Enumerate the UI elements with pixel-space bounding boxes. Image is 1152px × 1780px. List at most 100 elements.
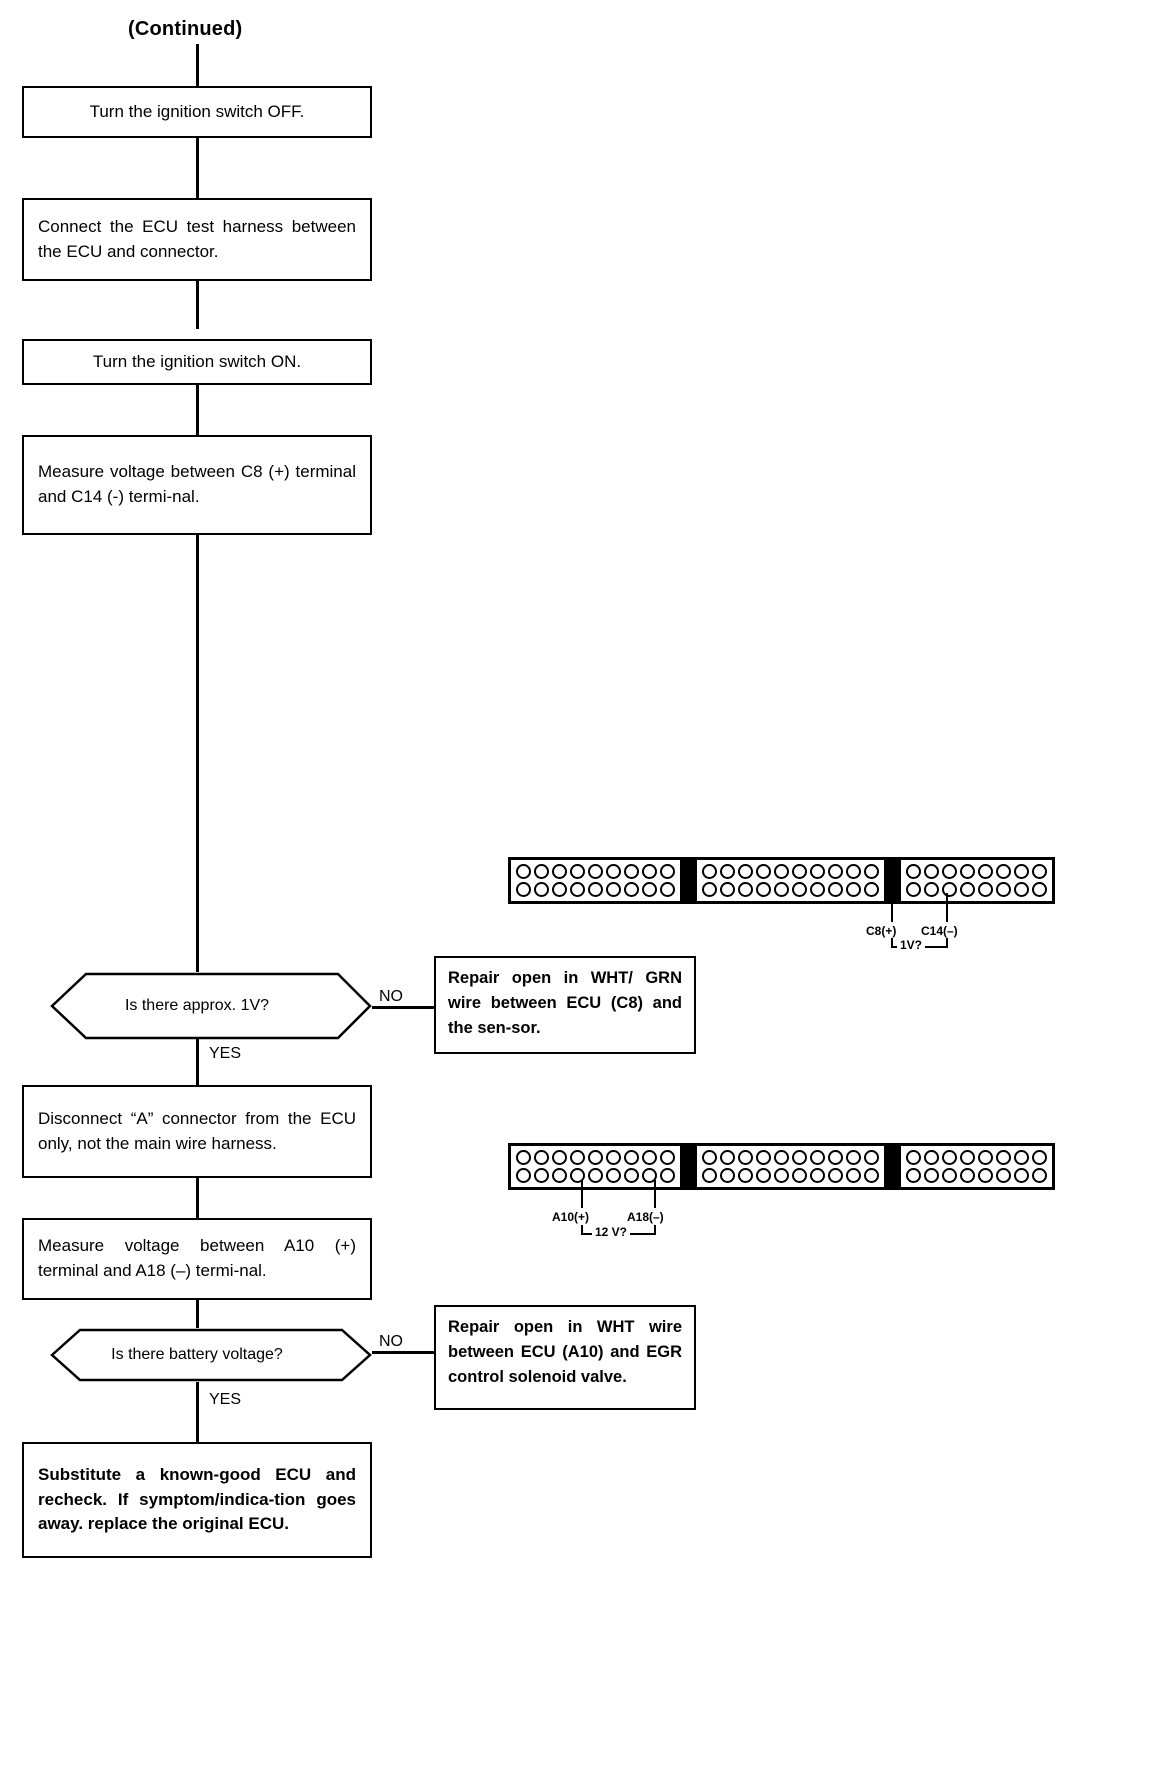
pin	[570, 1150, 585, 1165]
pin	[552, 882, 567, 897]
connector-c-callout-negative: C14(–)	[921, 924, 958, 938]
pin	[942, 1150, 957, 1165]
pin	[1032, 882, 1047, 897]
pin	[588, 1168, 603, 1183]
pin	[828, 1168, 843, 1183]
pin	[792, 864, 807, 879]
pin	[828, 1150, 843, 1165]
pin	[738, 882, 753, 897]
pin	[624, 1168, 639, 1183]
connector-a-bracket-right	[654, 1225, 656, 1235]
pin	[774, 1150, 789, 1165]
pin	[642, 864, 657, 879]
connector-c-callout-positive: C8(+)	[866, 924, 897, 938]
pin	[774, 864, 789, 879]
pin	[660, 882, 675, 897]
connector-c-block-1-bottom-row	[516, 882, 675, 897]
flow-line-decision1-to-step5	[196, 1037, 199, 1085]
flow-line-step5-to-step6	[196, 1178, 199, 1218]
pin	[864, 864, 879, 879]
connector-a-block-2-top-row	[702, 1150, 879, 1165]
pin	[660, 864, 675, 879]
action-repair-wht: Repair open in WHT wire between ECU (A10…	[434, 1305, 696, 1410]
pin	[624, 882, 639, 897]
connector-c-divider-1	[683, 857, 694, 904]
flow-line-step6-to-decision2	[196, 1300, 199, 1328]
pin	[660, 1168, 675, 1183]
pin	[624, 1150, 639, 1165]
connector-c-bracket-left	[891, 938, 893, 948]
pin	[624, 864, 639, 879]
connector-c-bracket-right	[946, 938, 948, 948]
pin	[960, 864, 975, 879]
pin	[978, 1168, 993, 1183]
action-repair-wht-label: Repair open in WHT wire between ECU (A10…	[448, 1318, 682, 1386]
pin	[756, 1150, 771, 1165]
pin	[552, 1168, 567, 1183]
decision-battery-voltage: Is there battery voltage?	[22, 1328, 372, 1382]
step-ignition-on: Turn the ignition switch ON.	[22, 339, 372, 385]
connector-a-block-1-bottom-row	[516, 1168, 675, 1183]
step-disconnect-a: Disconnect “A” connector from the ECU on…	[22, 1085, 372, 1178]
pin	[516, 1150, 531, 1165]
connector-a-leader-negative	[654, 1180, 656, 1208]
step-measure-c8: Measure voltage between C8 (+) terminal …	[22, 435, 372, 535]
pin	[960, 1168, 975, 1183]
pin	[906, 1168, 921, 1183]
pin	[996, 1168, 1011, 1183]
pin	[942, 1168, 957, 1183]
connector-c-bracket-value: 1V?	[897, 938, 926, 952]
pin	[996, 882, 1011, 897]
decision-1v-shape	[50, 972, 372, 1040]
decision-battery-voltage-no-label: NO	[379, 1333, 403, 1350]
pin	[1014, 1150, 1029, 1165]
connector-c-block-2	[694, 857, 887, 904]
pin	[606, 882, 621, 897]
flow-line-step4-to-decision1	[196, 535, 199, 972]
pin	[738, 1150, 753, 1165]
step-ignition-on-label: Turn the ignition switch ON.	[92, 351, 302, 371]
pin	[738, 1168, 753, 1183]
pin	[534, 864, 549, 879]
connector-a-callout-negative: A18(–)	[627, 1210, 664, 1224]
pin	[864, 1150, 879, 1165]
pin	[774, 882, 789, 897]
pin	[924, 864, 939, 879]
pin	[792, 1150, 807, 1165]
pin	[792, 1168, 807, 1183]
flow-line-decision1-no	[372, 1006, 434, 1009]
step-substitute-ecu: Substitute a known-good ECU and recheck.…	[22, 1442, 372, 1558]
pin	[756, 882, 771, 897]
pin	[588, 882, 603, 897]
connector-a-callout-positive: A10(+)	[552, 1210, 590, 1224]
pin	[924, 1150, 939, 1165]
decision-1v: Is there approx. 1V?	[22, 972, 372, 1040]
pin	[906, 1150, 921, 1165]
pin	[534, 882, 549, 897]
decision-battery-voltage-label: Is there battery voltage?	[111, 1346, 283, 1363]
pin	[846, 1168, 861, 1183]
connector-c-block-3	[898, 857, 1055, 904]
decision-1v-yes-label: YES	[209, 1045, 242, 1062]
pin	[702, 864, 717, 879]
pin	[1032, 1168, 1047, 1183]
pin	[774, 1168, 789, 1183]
pin	[978, 864, 993, 879]
step-substitute-ecu-label: Substitute a known-good ECU and recheck.…	[38, 1465, 356, 1534]
pin	[792, 882, 807, 897]
pin	[552, 864, 567, 879]
pin	[642, 1150, 657, 1165]
pin	[570, 1168, 585, 1183]
pin	[828, 864, 843, 879]
pin	[810, 864, 825, 879]
pin	[756, 864, 771, 879]
pin	[810, 1150, 825, 1165]
pin	[1014, 864, 1029, 879]
pin	[996, 864, 1011, 879]
pin	[924, 1168, 939, 1183]
action-repair-wht-grn-label: Repair open in WHT/ GRN wire between ECU…	[448, 969, 682, 1037]
flow-line-decision2-no	[372, 1351, 434, 1354]
pin	[846, 1150, 861, 1165]
connector-a-divider-1	[683, 1143, 694, 1190]
connector-c-block-2-top-row	[702, 864, 879, 879]
